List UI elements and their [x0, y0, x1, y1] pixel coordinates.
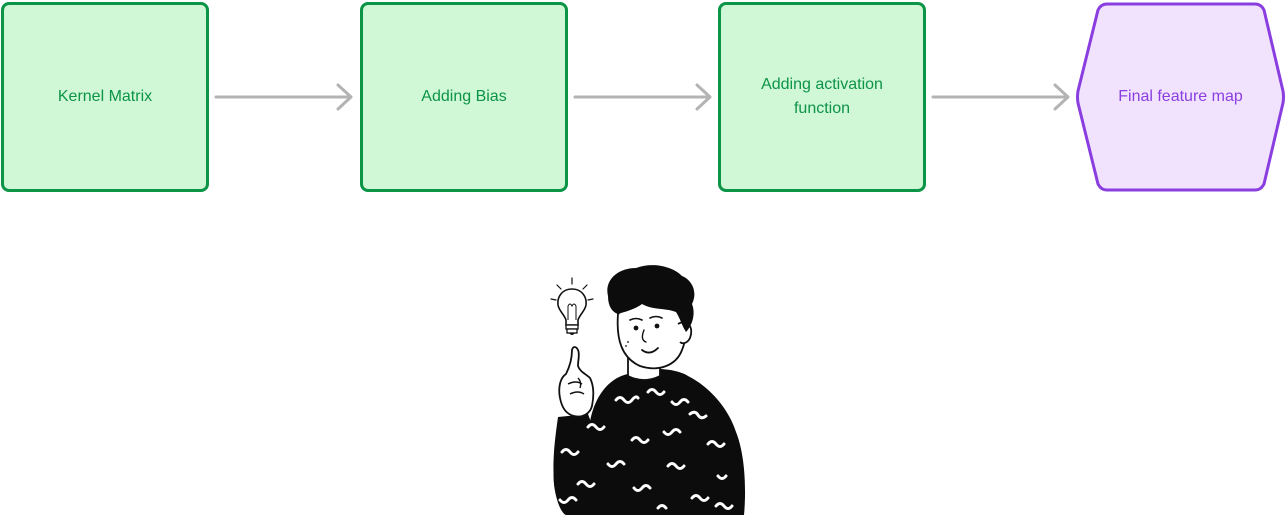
arrow-right-icon — [931, 83, 1070, 111]
step-label: Kernel Matrix — [57, 88, 153, 105]
hexagon-shape — [1076, 2, 1285, 192]
step-label: Adding activation function — [761, 76, 883, 117]
step-label: Adding Bias — [421, 88, 507, 105]
arrow-right-icon — [573, 83, 712, 111]
arrow-right-icon — [214, 83, 353, 111]
step-adding-bias: Adding Bias — [360, 2, 568, 192]
step-kernel-matrix: Kernel Matrix — [1, 2, 209, 192]
step-final-feature-map: Final feature map — [1075, 1, 1286, 193]
step-label: Final feature map — [1118, 88, 1243, 105]
step-adding-activation-function: Adding activation function — [718, 2, 926, 192]
person-with-lightbulb-icon — [550, 265, 746, 515]
